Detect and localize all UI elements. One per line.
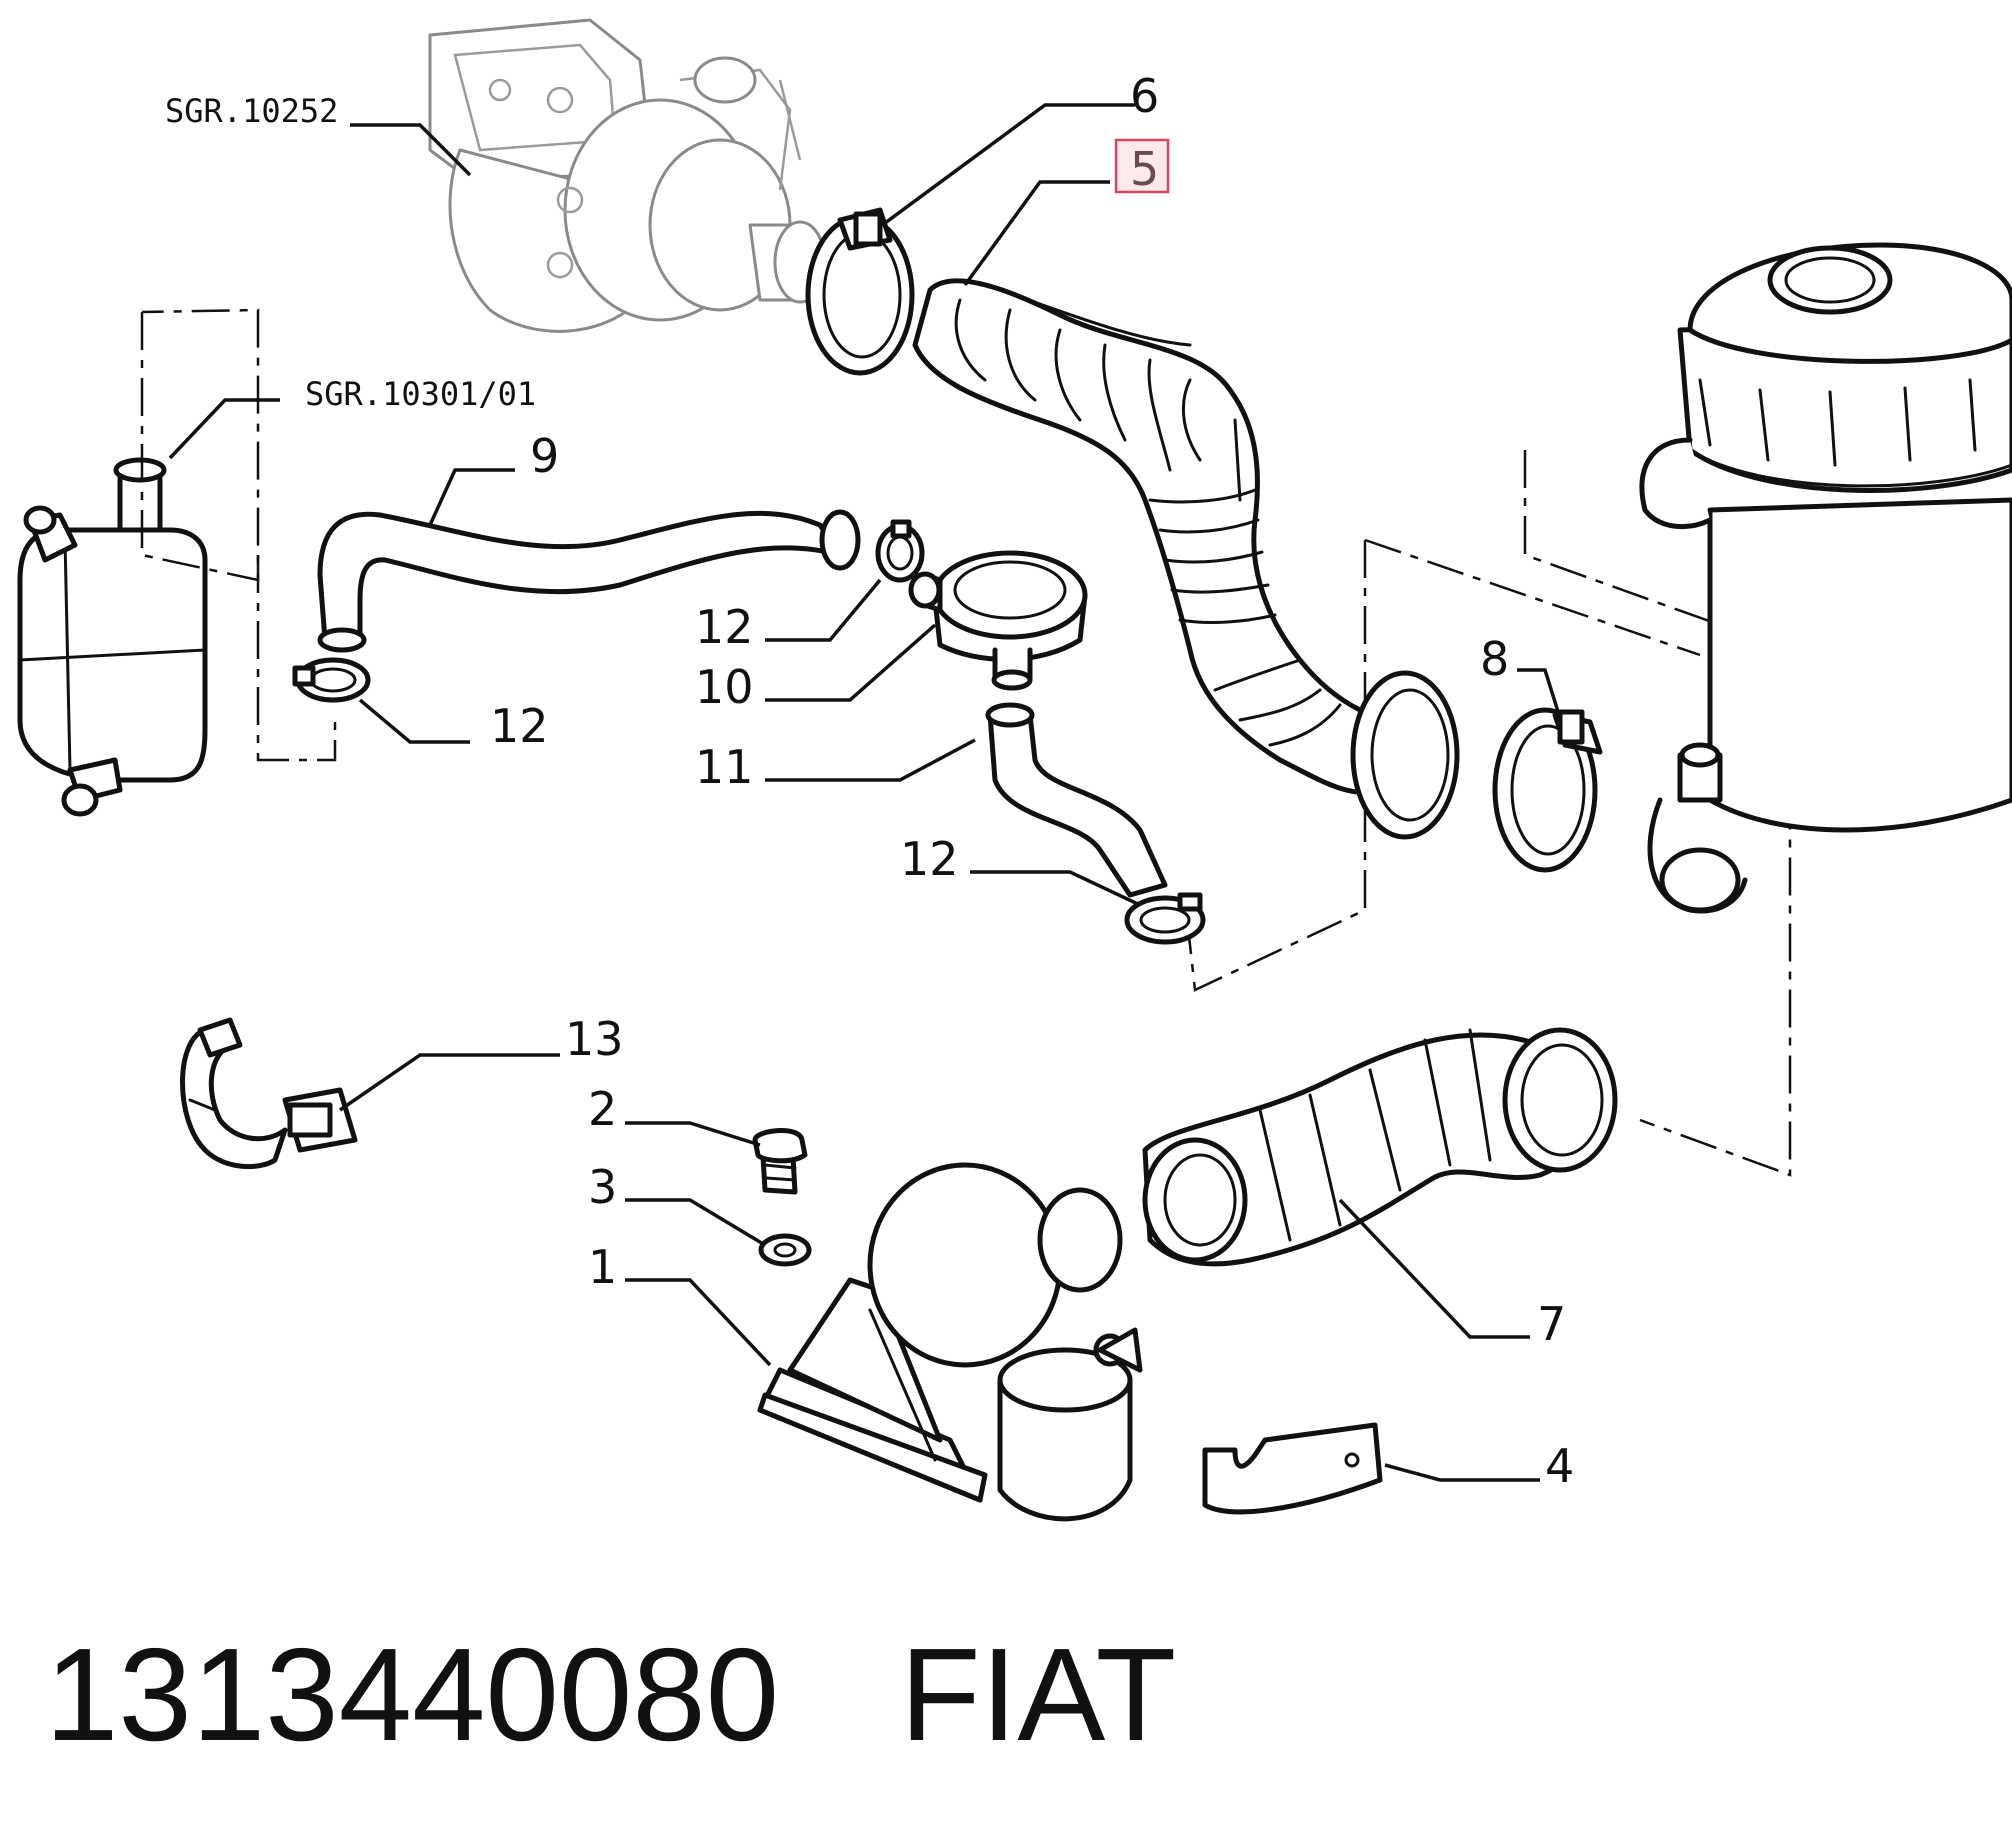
callout-13: 13 bbox=[565, 1012, 624, 1066]
callout-9: 9 bbox=[530, 429, 559, 483]
breather-valve-10 bbox=[908, 550, 1088, 691]
callout-2: 2 bbox=[588, 1082, 617, 1136]
relation-line-filter-top bbox=[1523, 450, 1792, 1177]
callout-3: 3 bbox=[588, 1160, 617, 1214]
footer-brand: FIAT bbox=[900, 1621, 1176, 1768]
callout-12-lower: 12 bbox=[900, 832, 959, 886]
callout-10: 10 bbox=[695, 660, 754, 714]
relation-line-filter-outlet bbox=[1364, 538, 1701, 657]
callout-12-left: 12 bbox=[490, 699, 549, 753]
highlight-box-5 bbox=[1114, 138, 1170, 194]
turbocharger-ghost bbox=[428, 18, 827, 333]
leader-lines bbox=[168, 103, 1562, 1482]
hose-9 bbox=[317, 509, 861, 653]
washer-3 bbox=[758, 1233, 812, 1267]
ref-sgr-10252: SGR.10252 bbox=[165, 92, 338, 130]
callout-11: 11 bbox=[695, 740, 754, 794]
ref-sgr-10301: SGR.10301/01 bbox=[305, 375, 536, 413]
air-inlet-housing-1 bbox=[757, 1162, 1143, 1522]
callout-12-upper: 12 bbox=[695, 600, 754, 654]
hose-7 bbox=[1142, 1027, 1618, 1267]
clamp-12-lower bbox=[1124, 892, 1206, 945]
clamp-8 bbox=[1492, 707, 1603, 873]
clamp-12-left bbox=[292, 657, 371, 703]
clamp-6 bbox=[805, 207, 915, 376]
callout-5: 5 bbox=[1130, 142, 1159, 196]
callout-4: 4 bbox=[1545, 1439, 1574, 1493]
footer-part-number: 1313440080 bbox=[45, 1621, 779, 1768]
callout-8: 8 bbox=[1480, 632, 1509, 686]
callout-6: 6 bbox=[1130, 69, 1159, 123]
hose-11 bbox=[985, 702, 1168, 898]
clamp-12-upper bbox=[875, 519, 925, 583]
callout-1: 1 bbox=[588, 1240, 617, 1294]
relation-line-tank-lower bbox=[256, 555, 337, 762]
bolt-2 bbox=[752, 1128, 808, 1195]
callout-7: 7 bbox=[1537, 1297, 1566, 1351]
hose-5-main bbox=[912, 278, 1460, 840]
expansion-tank bbox=[17, 457, 208, 817]
bracket-4 bbox=[1202, 1422, 1383, 1515]
clamp-13 bbox=[180, 1017, 358, 1170]
air-filter-housing bbox=[1639, 242, 2012, 914]
